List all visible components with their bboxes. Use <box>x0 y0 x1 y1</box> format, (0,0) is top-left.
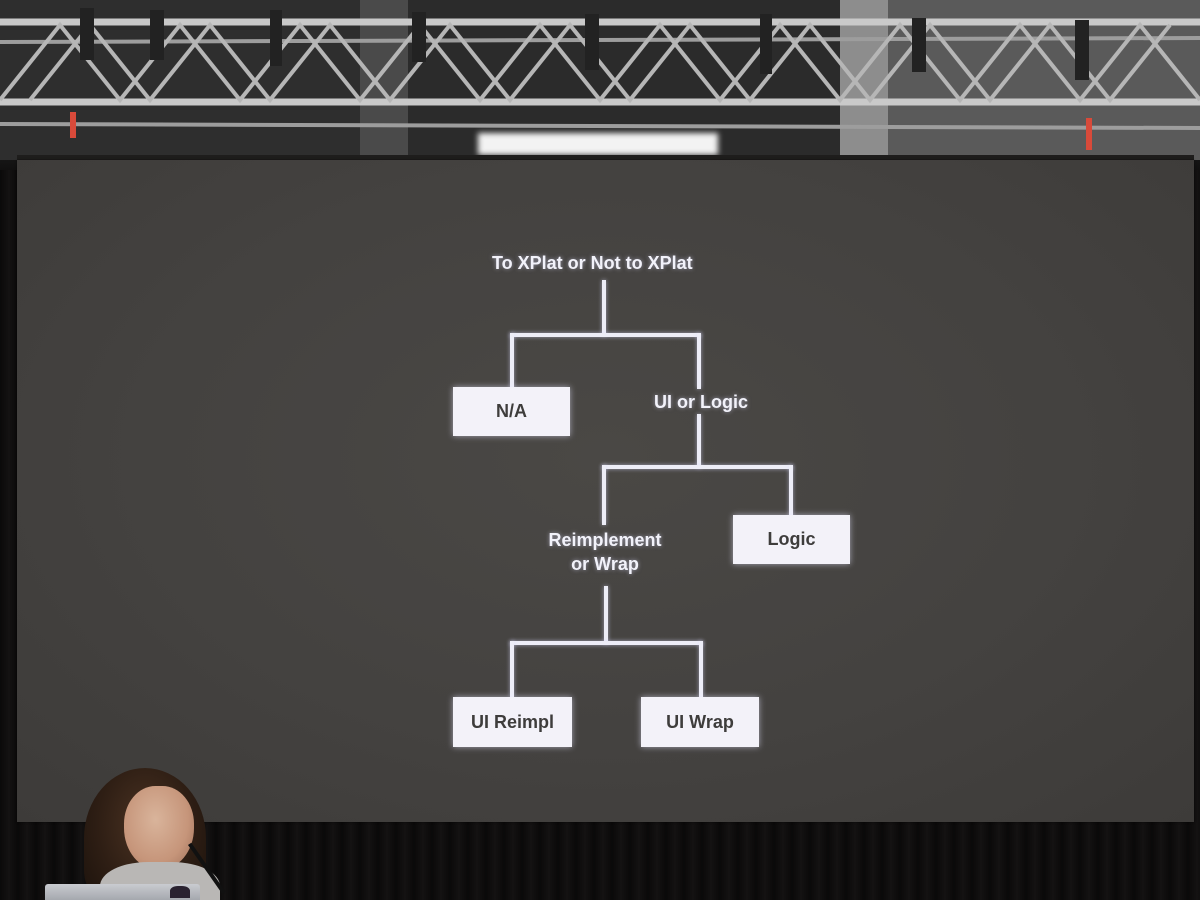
connector-to-na <box>510 333 514 389</box>
connector-level3-horizontal <box>510 641 703 645</box>
connector-reimplement-down <box>604 586 608 644</box>
connector-level1-horizontal <box>510 333 701 337</box>
lighting-truss <box>0 8 1200 150</box>
connector-title-down <box>602 280 606 336</box>
connector-to-logic <box>789 465 793 517</box>
connector-ui-or-logic-down <box>697 414 701 468</box>
connector-to-ui-reimpl <box>510 641 514 697</box>
presenter-face <box>124 786 194 870</box>
laptop <box>45 884 200 900</box>
node-logic: Logic <box>733 515 850 564</box>
node-ui-wrap: UI Wrap <box>641 697 759 747</box>
stage-light <box>478 133 718 155</box>
node-na: N/A <box>453 387 570 436</box>
connector-to-ui-or-logic <box>697 333 701 389</box>
node-reimplement-or-wrap: Reimplement or Wrap <box>535 528 675 576</box>
connector-to-reimplement <box>602 465 606 525</box>
laptop-sticker <box>170 886 190 898</box>
node-reimplement-line1: Reimplement <box>548 530 662 550</box>
node-ui-reimpl: UI Reimpl <box>453 697 572 747</box>
connector-level2-horizontal <box>602 465 793 469</box>
node-ui-or-logic: UI or Logic <box>654 392 748 412</box>
slide-title: To XPlat or Not to XPlat <box>492 253 693 273</box>
connector-to-ui-wrap <box>699 641 703 697</box>
node-reimplement-line2: or Wrap <box>571 554 639 574</box>
